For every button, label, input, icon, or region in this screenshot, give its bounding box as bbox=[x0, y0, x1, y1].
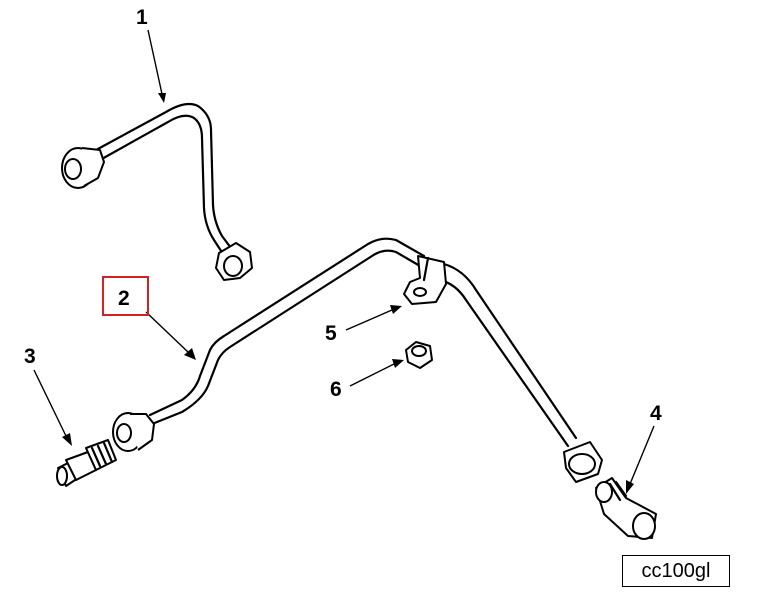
callout-2-leader bbox=[145, 311, 189, 353]
callout-4-label: 4 bbox=[650, 402, 662, 425]
callout-2-arrow bbox=[184, 348, 196, 360]
callout-5-arrow bbox=[390, 305, 402, 314]
part-1-flare-nut-left bbox=[61, 147, 105, 189]
part-2-flare-nut-right bbox=[563, 441, 603, 483]
part-4-elbow-fitting bbox=[595, 477, 657, 540]
callout-2-highlight-box bbox=[102, 276, 149, 316]
callout-1-arrow bbox=[158, 93, 166, 103]
callout-4-arrow bbox=[626, 480, 634, 494]
callout-6-label: 6 bbox=[330, 378, 342, 401]
callout-5: 5 bbox=[325, 305, 402, 345]
part-2-mounting-clip bbox=[403, 255, 447, 305]
part-6-nut bbox=[405, 341, 433, 369]
callout-6-arrow bbox=[392, 359, 404, 368]
callout-6-leader bbox=[349, 363, 395, 387]
callout-2-label: 2 bbox=[118, 287, 130, 310]
callout-3-leader bbox=[33, 369, 67, 437]
part-2-flare-nut-left bbox=[112, 412, 155, 452]
part-1-flare-nut-bottom bbox=[215, 242, 253, 281]
callout-2: 2 bbox=[118, 287, 196, 360]
part-3-connector bbox=[56, 439, 117, 487]
callout-1: 1 bbox=[136, 6, 166, 103]
callout-3-arrow bbox=[62, 433, 72, 446]
callout-4: 4 bbox=[626, 402, 662, 494]
callout-3: 3 bbox=[24, 345, 72, 446]
figure-reference-box: cc100gl bbox=[622, 555, 730, 587]
callout-1-leader bbox=[147, 29, 163, 95]
callout-5-label: 5 bbox=[325, 322, 337, 345]
callout-6: 6 bbox=[330, 359, 404, 401]
callout-1-label: 1 bbox=[136, 6, 148, 29]
callout-3-label: 3 bbox=[24, 345, 36, 368]
part-2-tube bbox=[112, 237, 603, 483]
part-1-tube bbox=[61, 102, 253, 281]
figure-reference-label: cc100gl bbox=[641, 559, 711, 582]
callout-5-leader bbox=[345, 309, 393, 331]
callout-4-leader bbox=[629, 425, 655, 485]
